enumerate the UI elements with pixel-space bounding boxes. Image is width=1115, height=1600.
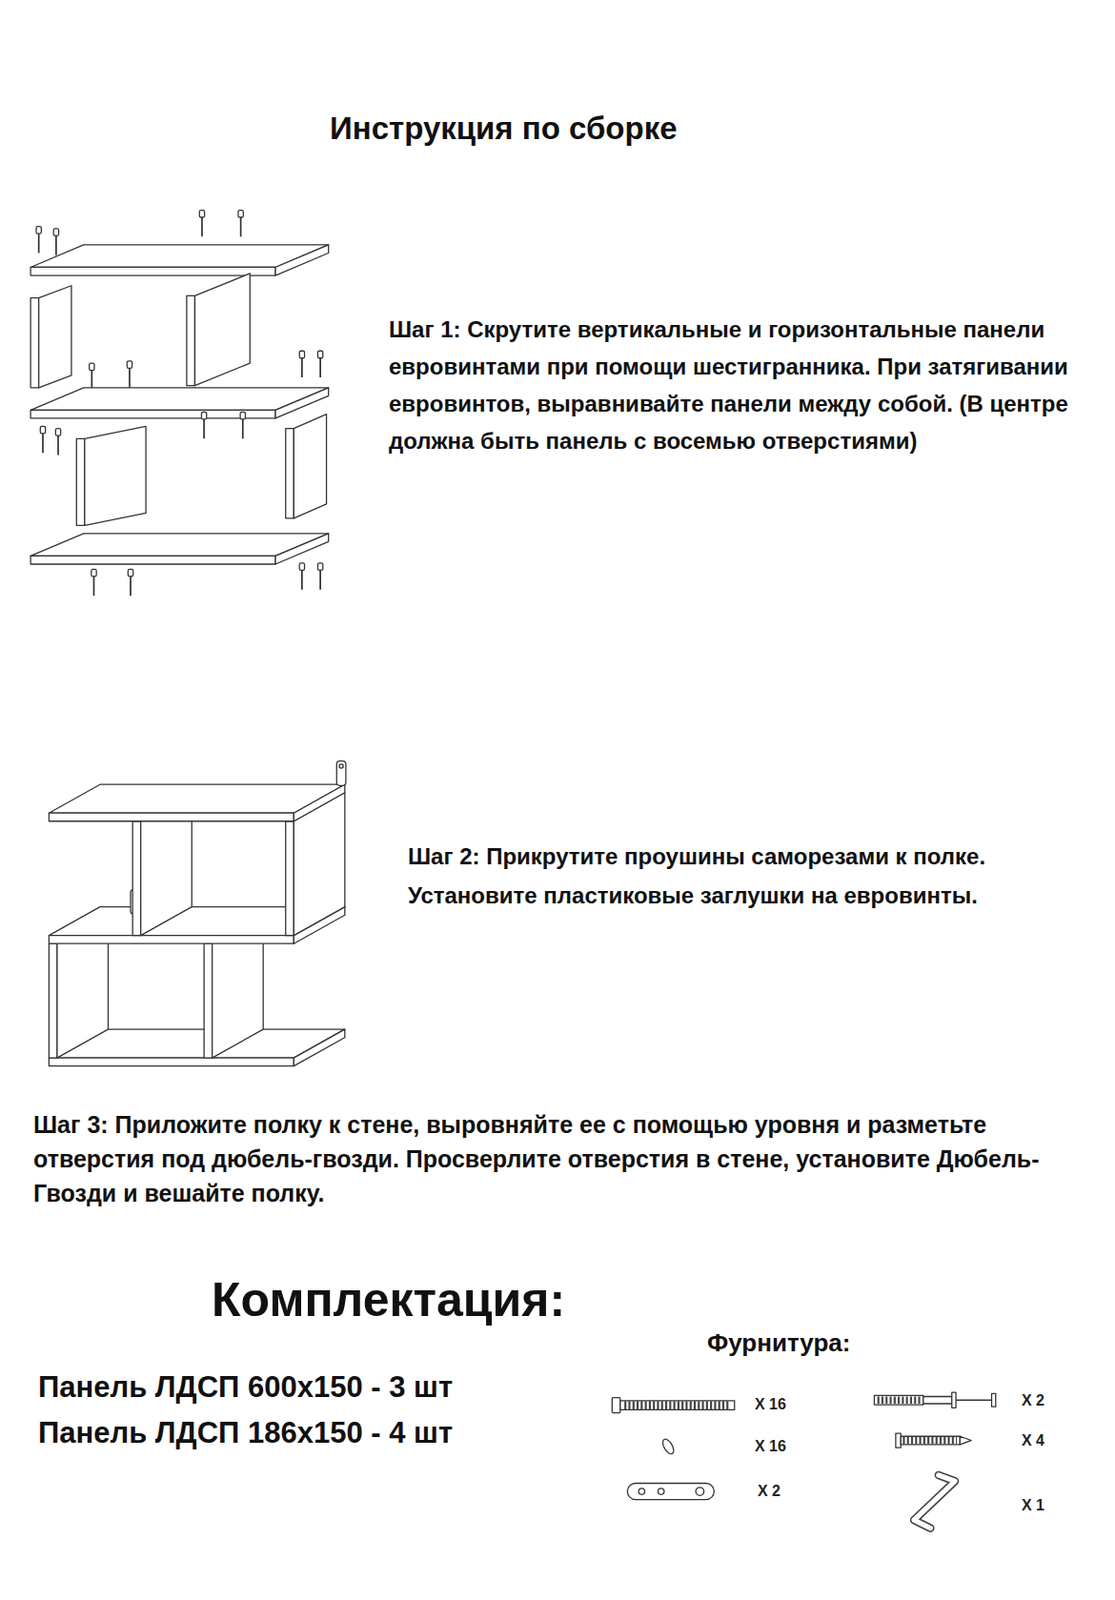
hardware-icons [611,1392,996,1528]
parts-list-item: Панель ЛДСП 186x150 - 4 шт [38,1415,453,1452]
quantity-label: X 16 [754,1395,787,1415]
assembled-shelf [48,761,346,1067]
quantity-label: X 16 [754,1437,787,1457]
quantity-label: X 4 [1021,1431,1045,1451]
hardware-heading: Фурнитура: [707,1328,851,1358]
quantity-label: X 2 [757,1481,781,1501]
step-text: Шаг 3: Приложите полку к стене, выровняй… [33,1107,1096,1211]
section-heading: Комплектация: [211,1271,566,1329]
quantity-label: X 2 [1021,1391,1045,1411]
quantity-label: X 1 [1021,1496,1045,1516]
step-text: Шаг 2: Прикрутите проушины саморезами к … [407,836,1104,915]
parts-list-item: Панель ЛДСП 600x150 - 3 шт [38,1369,453,1406]
exploded-view [30,210,329,597]
page-title: Инструкция по сборке [329,110,678,147]
step-text: Шаг 1: Скрутите вертикальные и горизонта… [388,310,1095,460]
